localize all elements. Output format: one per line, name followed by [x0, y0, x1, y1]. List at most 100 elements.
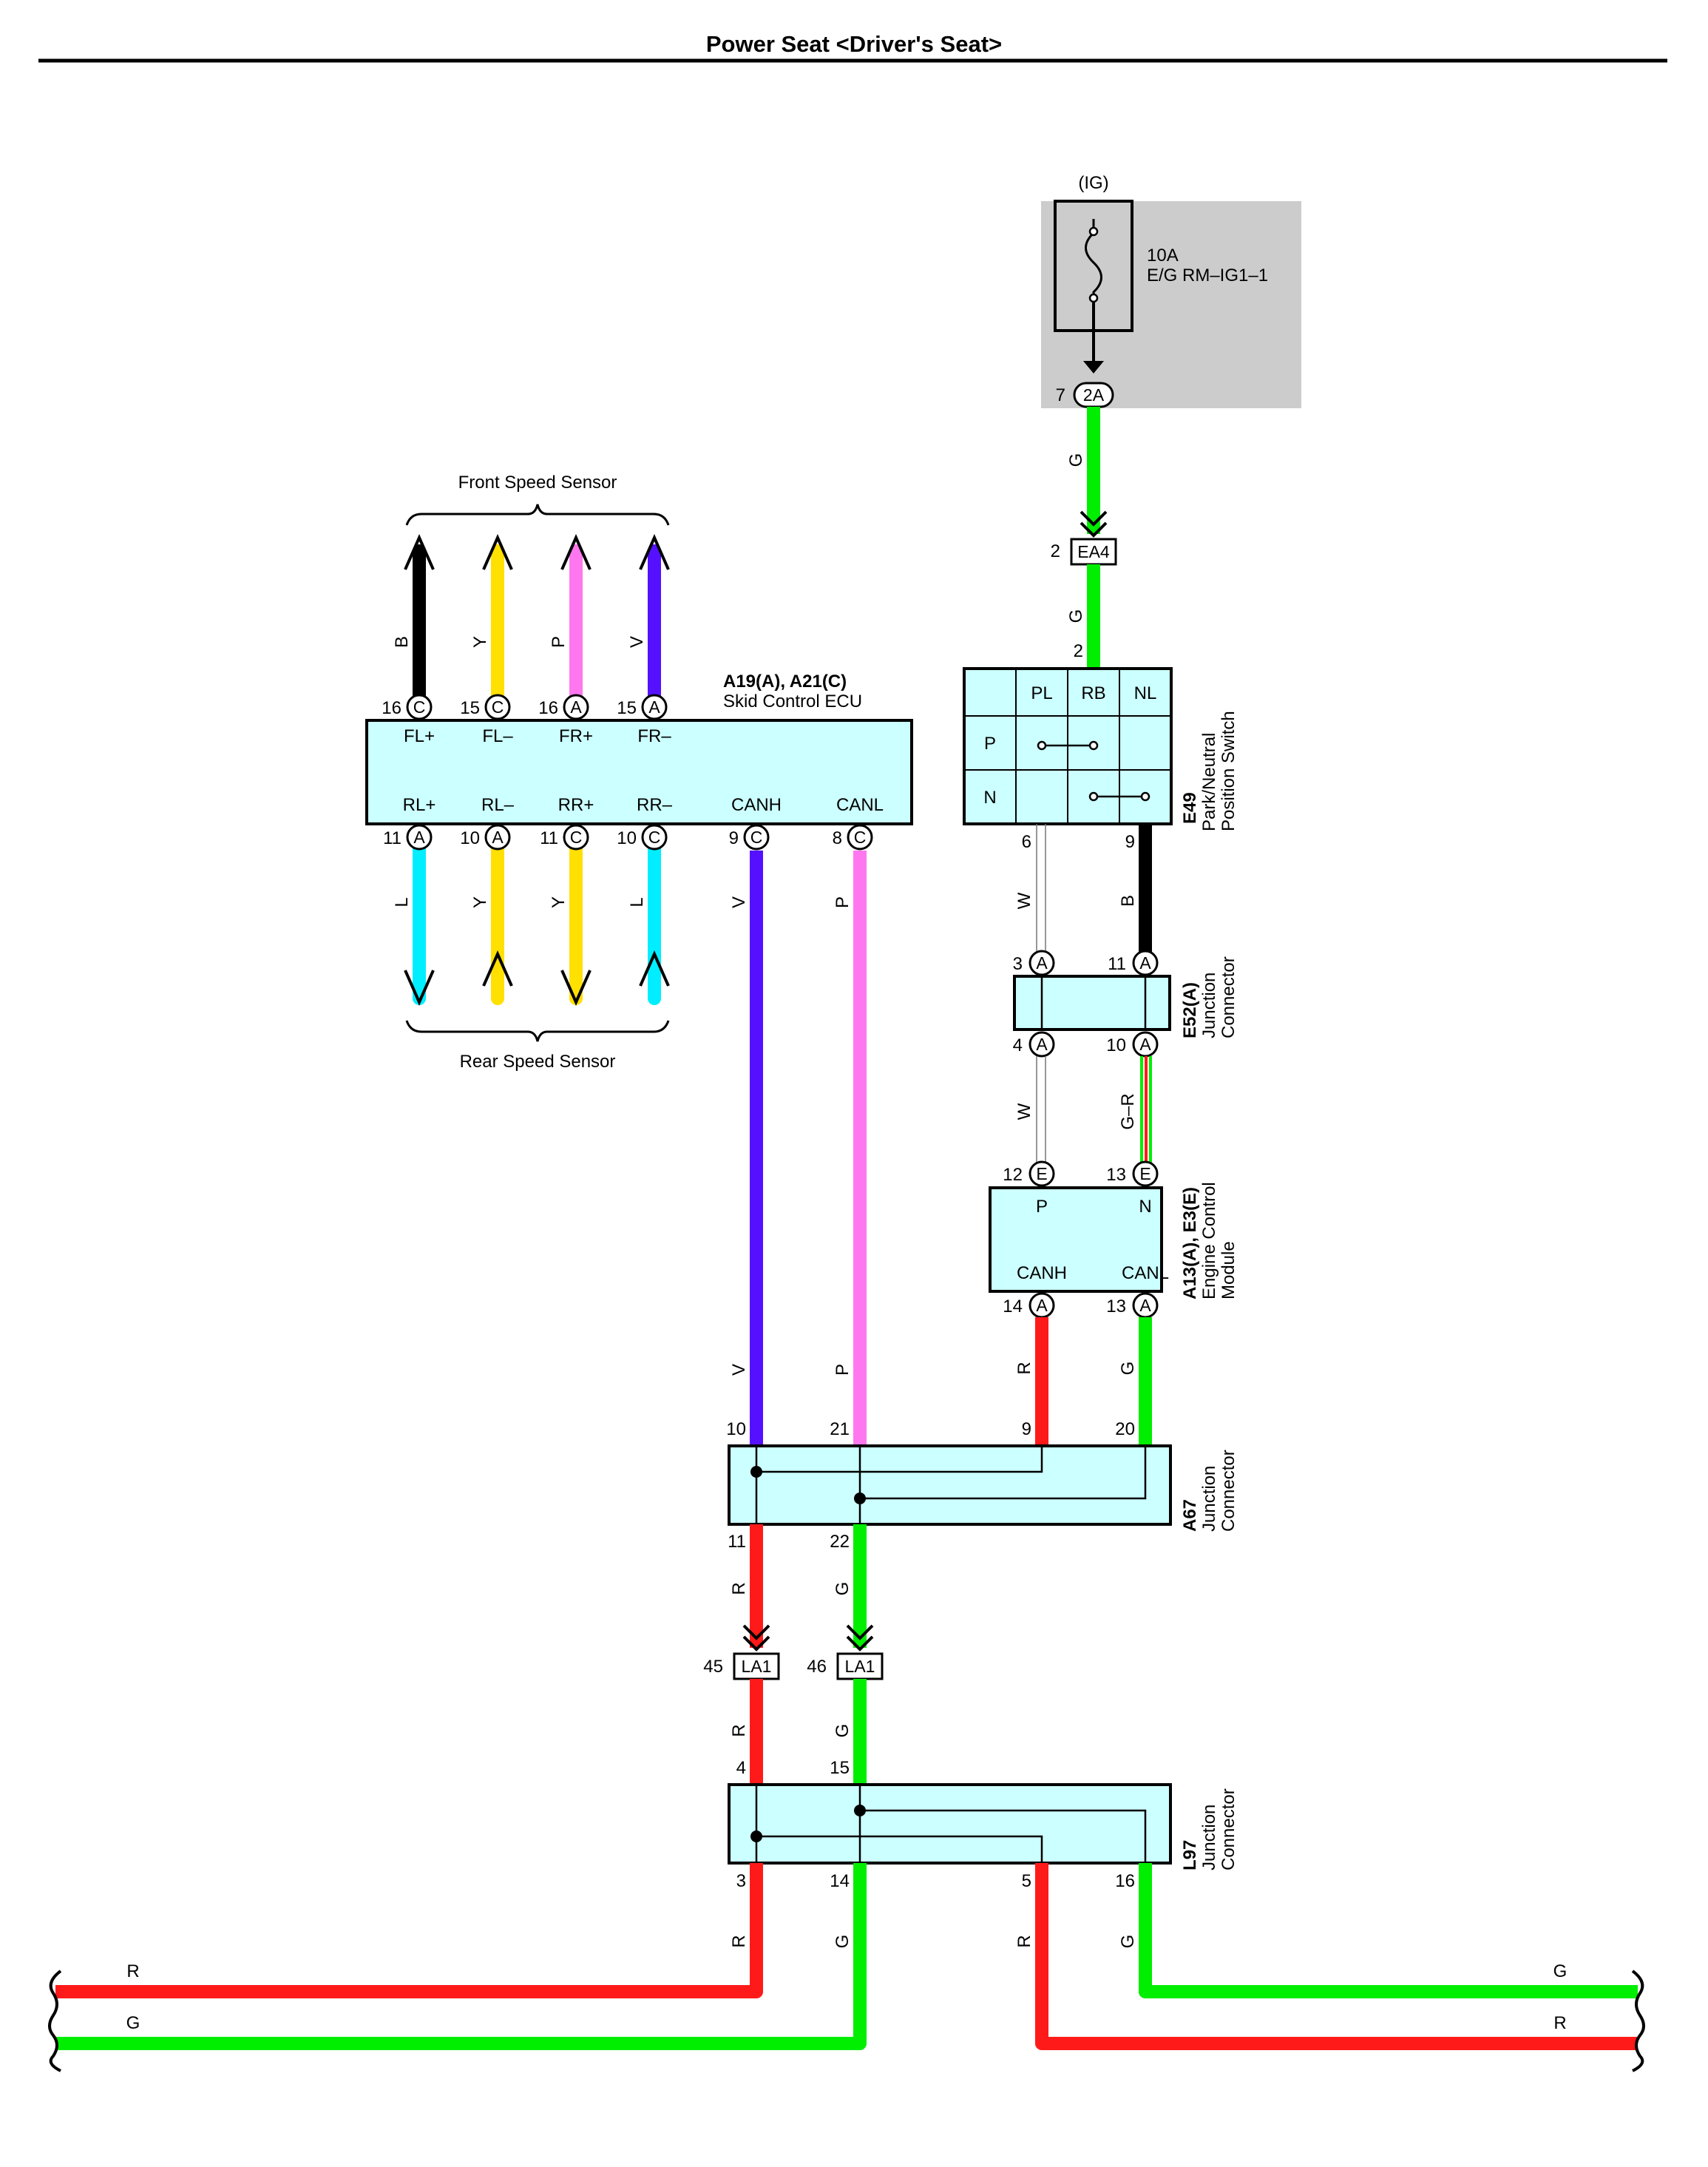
l97-link-g: [860, 1809, 1147, 1863]
skid-ecu-body: [365, 719, 913, 825]
e52-pinnum-tr: 11: [1108, 954, 1126, 974]
ea4-label: EA4: [1077, 542, 1110, 561]
pn-pin-top: 2: [1074, 641, 1083, 661]
fuse-icon: [1085, 219, 1102, 299]
rear-wire-label: L: [392, 897, 412, 907]
wire-g-label-l97-4: G: [1118, 1935, 1138, 1949]
ecm-conn-12: E: [1036, 1164, 1047, 1183]
skid-pin-circle: [641, 694, 668, 720]
skid-pin-conn: A: [492, 828, 504, 847]
wire-g-l97-left-bus: [55, 1863, 867, 2050]
wire-r-label-la1: R: [729, 1724, 749, 1737]
skid-terminal-label: CANL: [836, 795, 884, 815]
pn-row-p: P: [984, 734, 996, 754]
skid-pin-circle: [743, 824, 770, 851]
rear-wire-label: Y: [549, 896, 569, 908]
skid-pin-circle: [484, 694, 511, 720]
pn-col-pl: PL: [1031, 683, 1052, 703]
la1-45-pin: 45: [703, 1657, 723, 1677]
a67-ref: A67: [1180, 1499, 1200, 1532]
ecm-pin-12e: E: [1028, 1160, 1055, 1187]
e52-conn-tl: A: [1036, 953, 1048, 973]
pn-contact-p-b: [1088, 740, 1099, 751]
skid-pin-conn: C: [570, 828, 583, 847]
skid-pin-conn: C: [648, 828, 661, 847]
e52-pinnum-tl: 3: [1013, 954, 1023, 974]
fuse-box-area: [1041, 201, 1301, 408]
bus-left-g-label: G: [126, 2013, 140, 2033]
bus-right-r-label: R: [1553, 2013, 1566, 2033]
ecm-pin-13e: E: [1132, 1160, 1159, 1187]
l97-pin-16: 16: [1115, 1871, 1135, 1891]
skid-pin-number: 10: [460, 828, 480, 848]
skid-pin-circle: [484, 824, 511, 851]
pn-ref: E49: [1180, 792, 1200, 824]
front-wire-label: V: [627, 636, 647, 648]
skid-pin-number: 16: [538, 698, 558, 718]
wire-b-label-1: B: [1118, 895, 1138, 907]
ecm-pin-14a: A: [1028, 1292, 1055, 1319]
e52-pin-br: A: [1132, 1031, 1159, 1058]
a67-link-g: [860, 1446, 1147, 1500]
pn-contact-p-a: [1037, 740, 1047, 751]
ecm-term-p: P: [1036, 1197, 1048, 1217]
fuse-name: E/G RM–IG1–1: [1147, 266, 1268, 285]
wire-w-label-1: W: [1014, 892, 1034, 909]
ecm-term-n: N: [1139, 1197, 1151, 1217]
wire-g-label-2: G: [1066, 609, 1086, 623]
skid-pin-conn: C: [750, 828, 763, 847]
a67-pin-20: 20: [1115, 1419, 1135, 1439]
wire-r-l97-left-bus: [55, 1863, 763, 1998]
skid-terminal-label: RL–: [481, 795, 515, 815]
wire-r-label-l97-3: R: [1014, 1935, 1034, 1947]
a67-pin-11: 11: [728, 1532, 746, 1552]
wire-g-l97-right-bus: [1139, 1863, 1638, 1998]
skid-terminal-label: RR–: [637, 795, 673, 815]
fuse-terminal-bottom: [1088, 293, 1099, 303]
a67-name-line2: Connector: [1219, 1450, 1238, 1532]
front-wire-label: B: [392, 636, 412, 648]
wire-w-label-2: W: [1014, 1103, 1034, 1120]
skid-terminal-label: FL+: [404, 726, 435, 746]
la1-45-connector: [733, 1652, 780, 1680]
a67-link-r: [756, 1446, 1043, 1473]
e52-conn-br: A: [1139, 1035, 1151, 1054]
skid-terminal-label: CANH: [731, 795, 782, 815]
fuse-terminal-top: [1088, 226, 1099, 237]
l97-node-1: [750, 1830, 762, 1842]
skid-pin-conn: A: [648, 697, 660, 717]
l97-name-line1: Junction: [1199, 1805, 1219, 1870]
skid-pin-number: 11: [383, 828, 401, 848]
skid-terminal-label: FR–: [637, 726, 671, 746]
bus-left-r-label: R: [126, 1961, 139, 1981]
fuse-arrow-icon: [1083, 361, 1104, 373]
fuse-rating: 10A: [1147, 246, 1179, 266]
wire-break-right-icon: [1631, 1970, 1645, 2072]
pn-pin-left: 6: [1022, 832, 1031, 852]
ecm-body: [989, 1186, 1163, 1293]
pn-contact-n-b: [1140, 791, 1150, 802]
ecm-conn-13a: A: [1139, 1296, 1151, 1315]
wire-r-l97-right-bus: [1035, 1863, 1638, 2050]
skid-pin-conn: A: [413, 828, 425, 847]
wire-p-label-canl-1: P: [833, 896, 853, 908]
l97-pin-14: 14: [830, 1871, 850, 1891]
wire-g-label-a67: G: [833, 1582, 853, 1596]
l97-link-r: [756, 1835, 1043, 1863]
e52-pinnum-br: 10: [1106, 1035, 1126, 1055]
skid-pin-number: 8: [833, 828, 842, 848]
skid-pin-number: 9: [729, 828, 739, 848]
skid-pin-number: 15: [460, 698, 480, 718]
arrow-down-icon: [404, 970, 435, 1006]
a67-body: [728, 1444, 1172, 1526]
wire-r-label-a67: R: [729, 1582, 749, 1595]
skid-pin-circle: [563, 824, 589, 851]
ecm-name-line2: Module: [1219, 1241, 1238, 1299]
ea4-connector: [1070, 538, 1117, 566]
arrow-up-icon: [404, 534, 435, 570]
skid-terminal-label: FR+: [559, 726, 593, 746]
la1-45-chevron-icon: [742, 1624, 770, 1652]
wire-g-label-l97-2: G: [833, 1935, 853, 1949]
